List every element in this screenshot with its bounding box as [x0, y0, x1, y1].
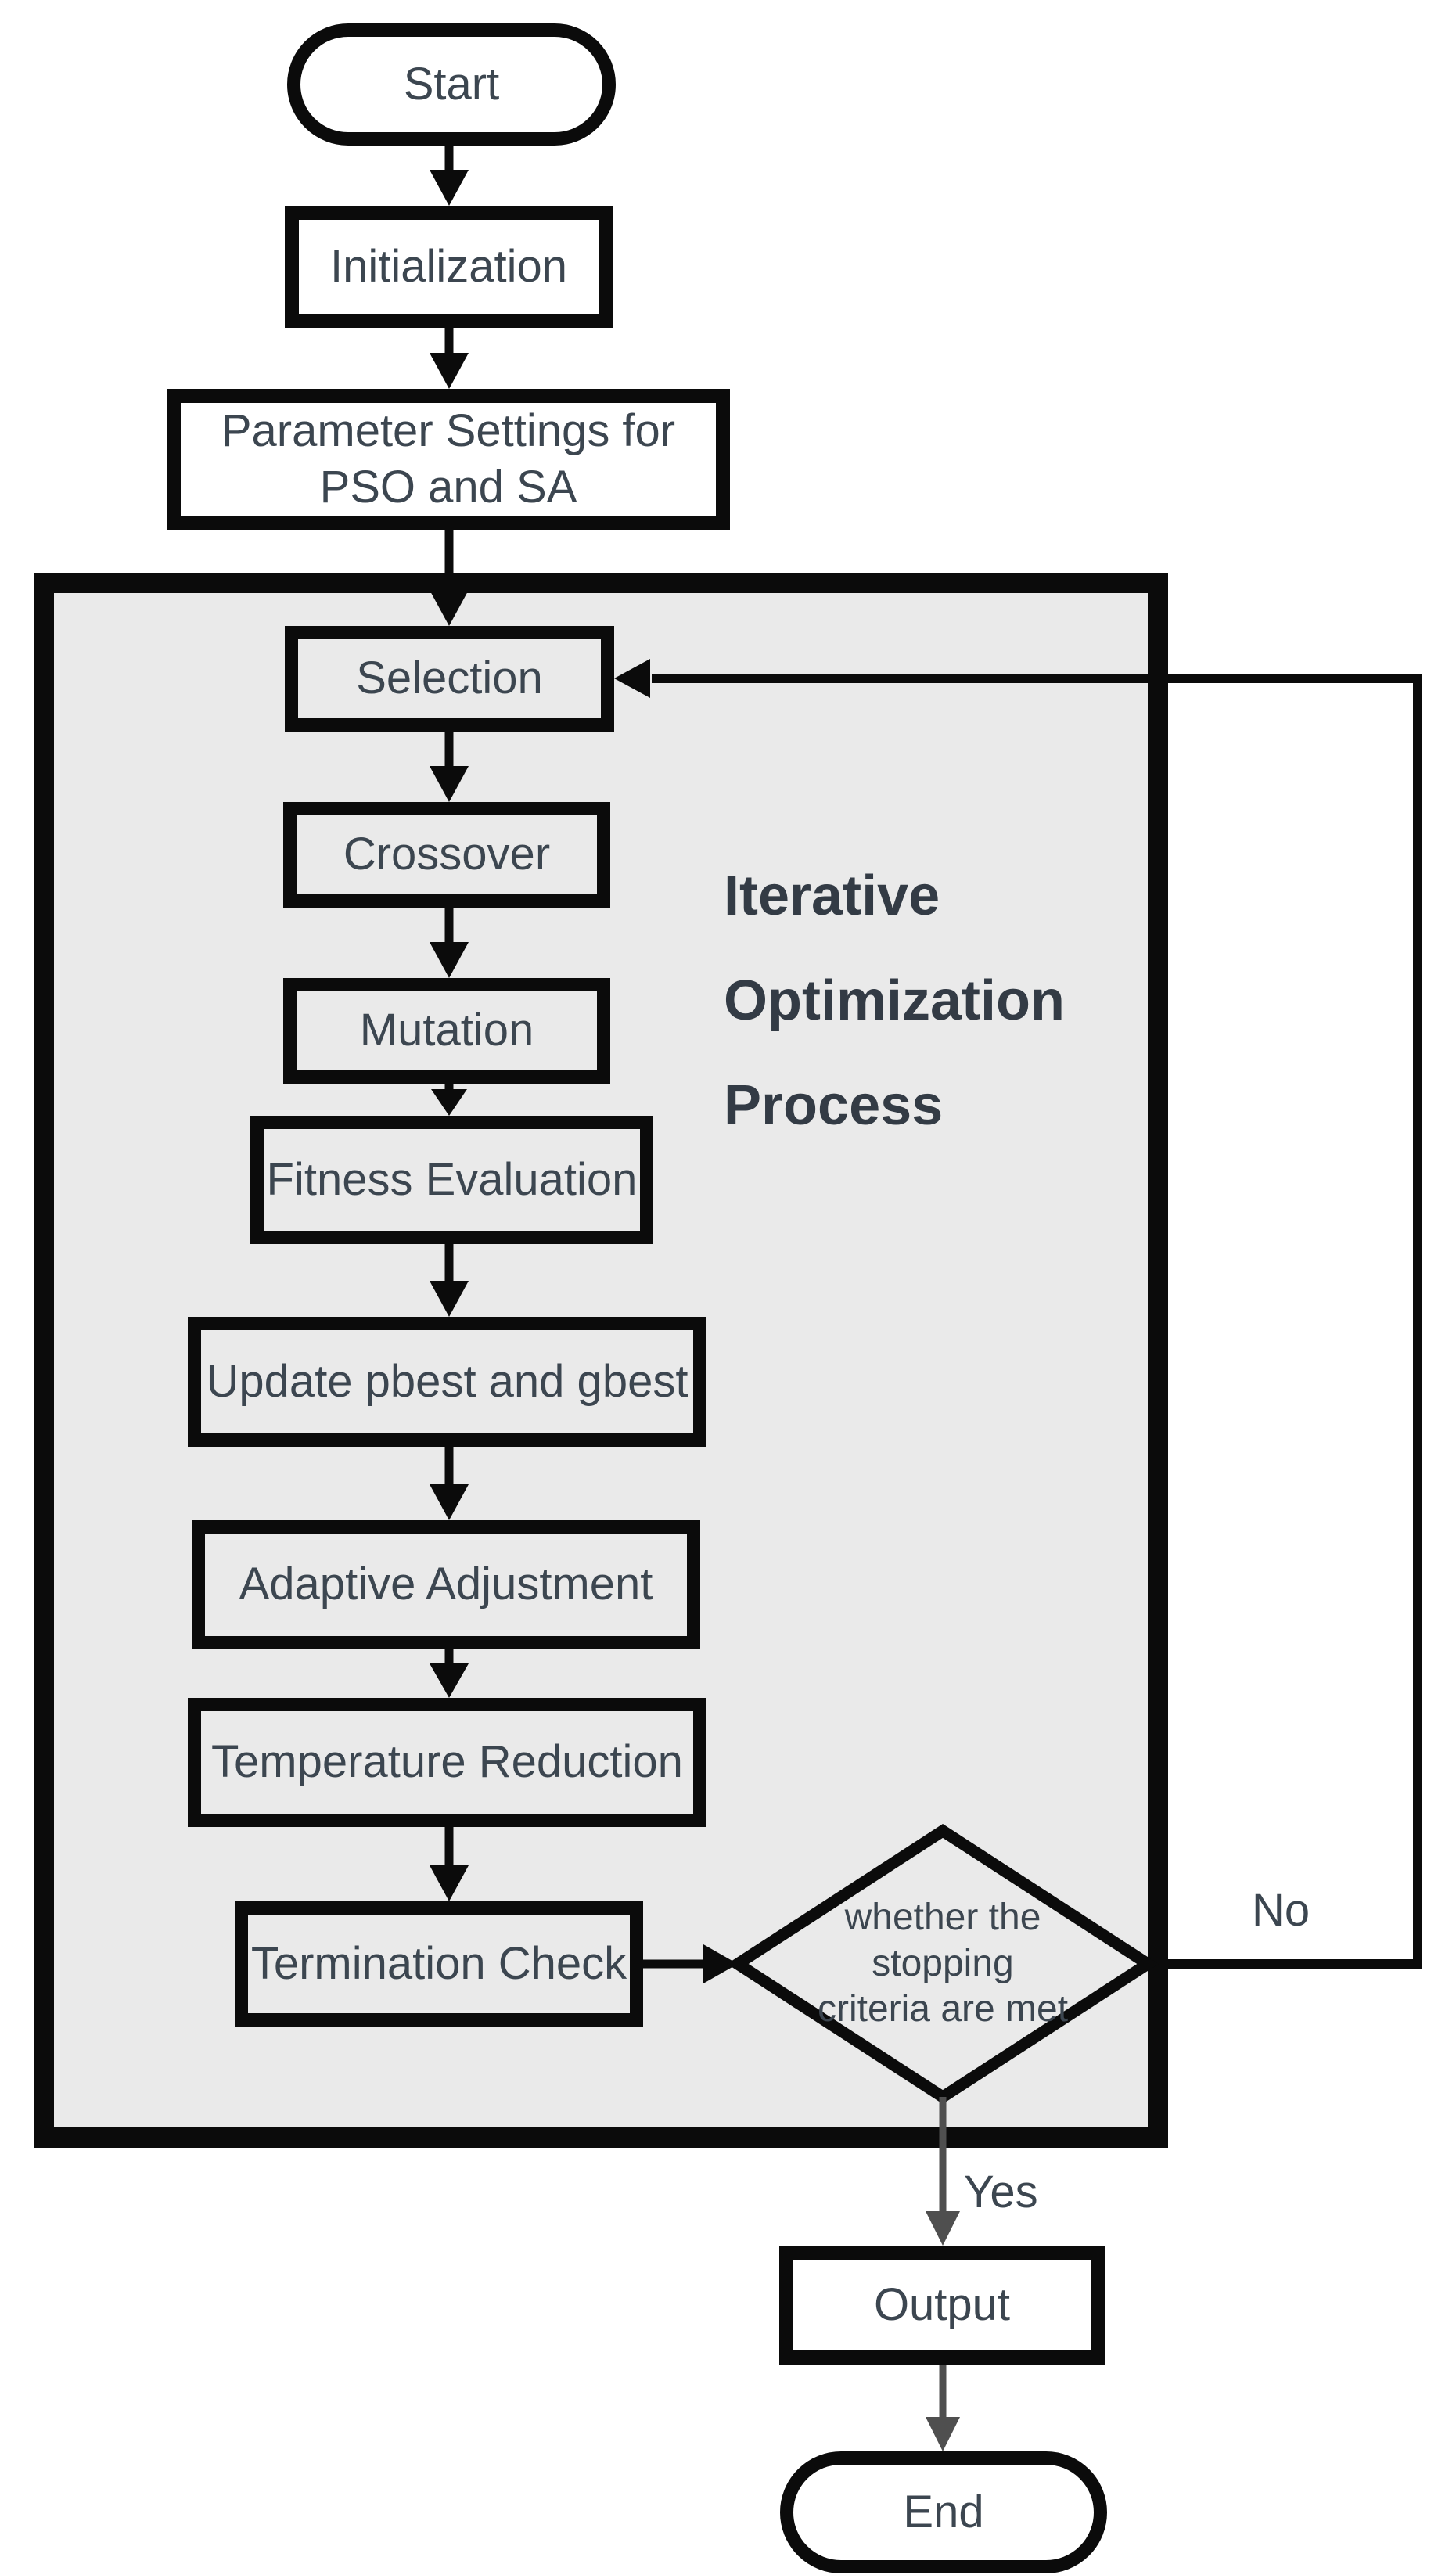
arrow-start-to-initialization — [430, 143, 469, 206]
arrow-crossover-to-mutation — [430, 905, 469, 978]
parameter-settings-node: Parameter Settings for PSO and SA — [167, 389, 730, 530]
arrow-termination-to-decision — [643, 1944, 738, 1983]
arrow-decision-to-output — [926, 2097, 960, 2246]
arrow-output-to-end — [926, 2365, 960, 2451]
start-node: Start — [287, 23, 616, 146]
arrow-adaptive-to-temperature — [430, 1647, 469, 1698]
arrow-temperature-to-termination — [430, 1825, 469, 1901]
no-edge-label: No — [1252, 1885, 1310, 1936]
decision-diamond-shape — [727, 1824, 1159, 2104]
arrow-parameters-to-selection — [430, 527, 469, 626]
crossover-node: Crossover — [283, 802, 610, 908]
termination-check-node: Termination Check — [235, 1901, 643, 2027]
yes-edge-label: Yes — [964, 2167, 1038, 2217]
no-loop-connector — [614, 659, 1422, 1969]
mutation-node: Mutation — [283, 978, 610, 1084]
arrow-fitness-to-update — [430, 1242, 469, 1317]
decision-diamond-label: whether the stopping criteria are met — [817, 1897, 1069, 2030]
arrow-selection-to-crossover — [430, 729, 469, 802]
iterative-process-title: Iterative Optimization Process — [724, 865, 1065, 1137]
output-node: Output — [779, 2246, 1105, 2365]
update-pbest-gbest-node: Update pbest and gbest — [188, 1317, 706, 1447]
end-node: End — [780, 2451, 1107, 2573]
arrow-update-to-adaptive — [430, 1444, 469, 1520]
initialization-node: Initialization — [285, 206, 613, 328]
selection-node: Selection — [285, 626, 614, 732]
temperature-reduction-node: Temperature Reduction — [188, 1698, 706, 1827]
fitness-evaluation-node: Fitness Evaluation — [250, 1116, 653, 1244]
arrow-initialization-to-parameters — [430, 325, 469, 389]
adaptive-adjustment-node: Adaptive Adjustment — [192, 1520, 700, 1649]
arrow-mutation-to-fitness — [431, 1081, 467, 1116]
